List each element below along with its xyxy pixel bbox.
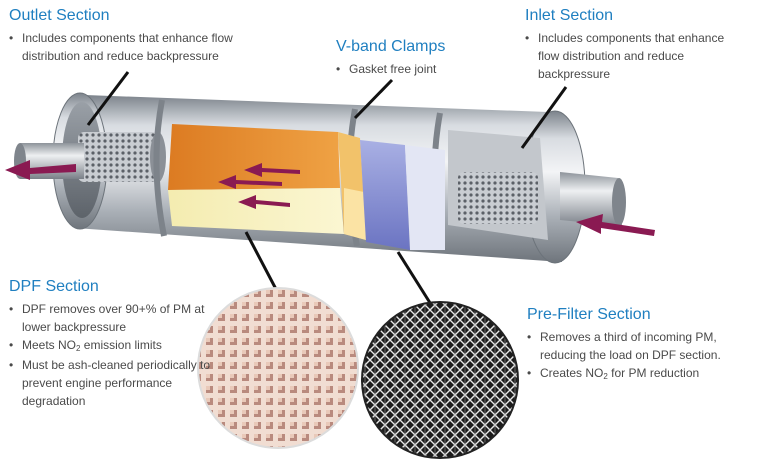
flow-arrows xyxy=(5,160,655,236)
prefilter-callout: Pre-Filter Section Removes a third of in… xyxy=(527,306,742,384)
prefilter-section-cutaway xyxy=(360,140,445,250)
outlet-title: Outlet Section xyxy=(9,7,110,24)
internal-flow-arrow-icon xyxy=(244,163,300,177)
inlet-callout: Inlet Section Includes components that e… xyxy=(525,7,740,83)
outlet-leader-line xyxy=(86,71,130,126)
dpf-title: DPF Section xyxy=(9,278,99,295)
dpf-bullet-2: Meets NO2 emission limits xyxy=(9,336,219,356)
prefilter-bullet-2: Creates NO2 for PM reduction xyxy=(527,364,742,384)
internal-flow-arrow-icon xyxy=(238,195,290,209)
inlet-pipe xyxy=(560,172,626,226)
inlet-interior xyxy=(448,130,548,240)
inlet-title: Inlet Section xyxy=(525,7,614,24)
dpf-cell-magnifier xyxy=(197,287,359,449)
outlet-callout: Outlet Section Includes components that … xyxy=(9,7,269,65)
vband-title: V-band Clamps xyxy=(336,38,446,55)
inlet-bullet: Includes components that enhance flow di… xyxy=(525,29,740,83)
prefilter-leader-line xyxy=(396,251,434,307)
dpf-callout: DPF Section DPF removes over 90+% of PM … xyxy=(9,278,219,410)
leader-lines xyxy=(86,71,568,307)
vband-bullet: Gasket free joint xyxy=(336,60,486,78)
dpf-bullet-1: DPF removes over 90+% of PM at lower bac… xyxy=(9,300,219,336)
inlet-leader-line xyxy=(520,86,568,149)
internal-flow-arrow-icon xyxy=(218,175,282,189)
prefilter-title: Pre-Filter Section xyxy=(527,306,651,323)
exhaust-in-arrow-icon xyxy=(576,214,655,236)
prefilter-bullet-1: Removes a third of incoming PM, reducing… xyxy=(527,328,742,364)
dpf-leader-line xyxy=(244,231,280,294)
vband-callout: V-band Clamps Gasket free joint xyxy=(336,38,486,78)
outlet-bullet: Includes components that enhance flow di… xyxy=(9,29,269,65)
exhaust-out-arrow-icon xyxy=(5,160,76,180)
vband-leader-line xyxy=(353,78,394,120)
prefilter-mesh-magnifier xyxy=(361,301,519,459)
dpf-bullet-3: Must be ash-cleaned periodically to prev… xyxy=(9,356,219,410)
